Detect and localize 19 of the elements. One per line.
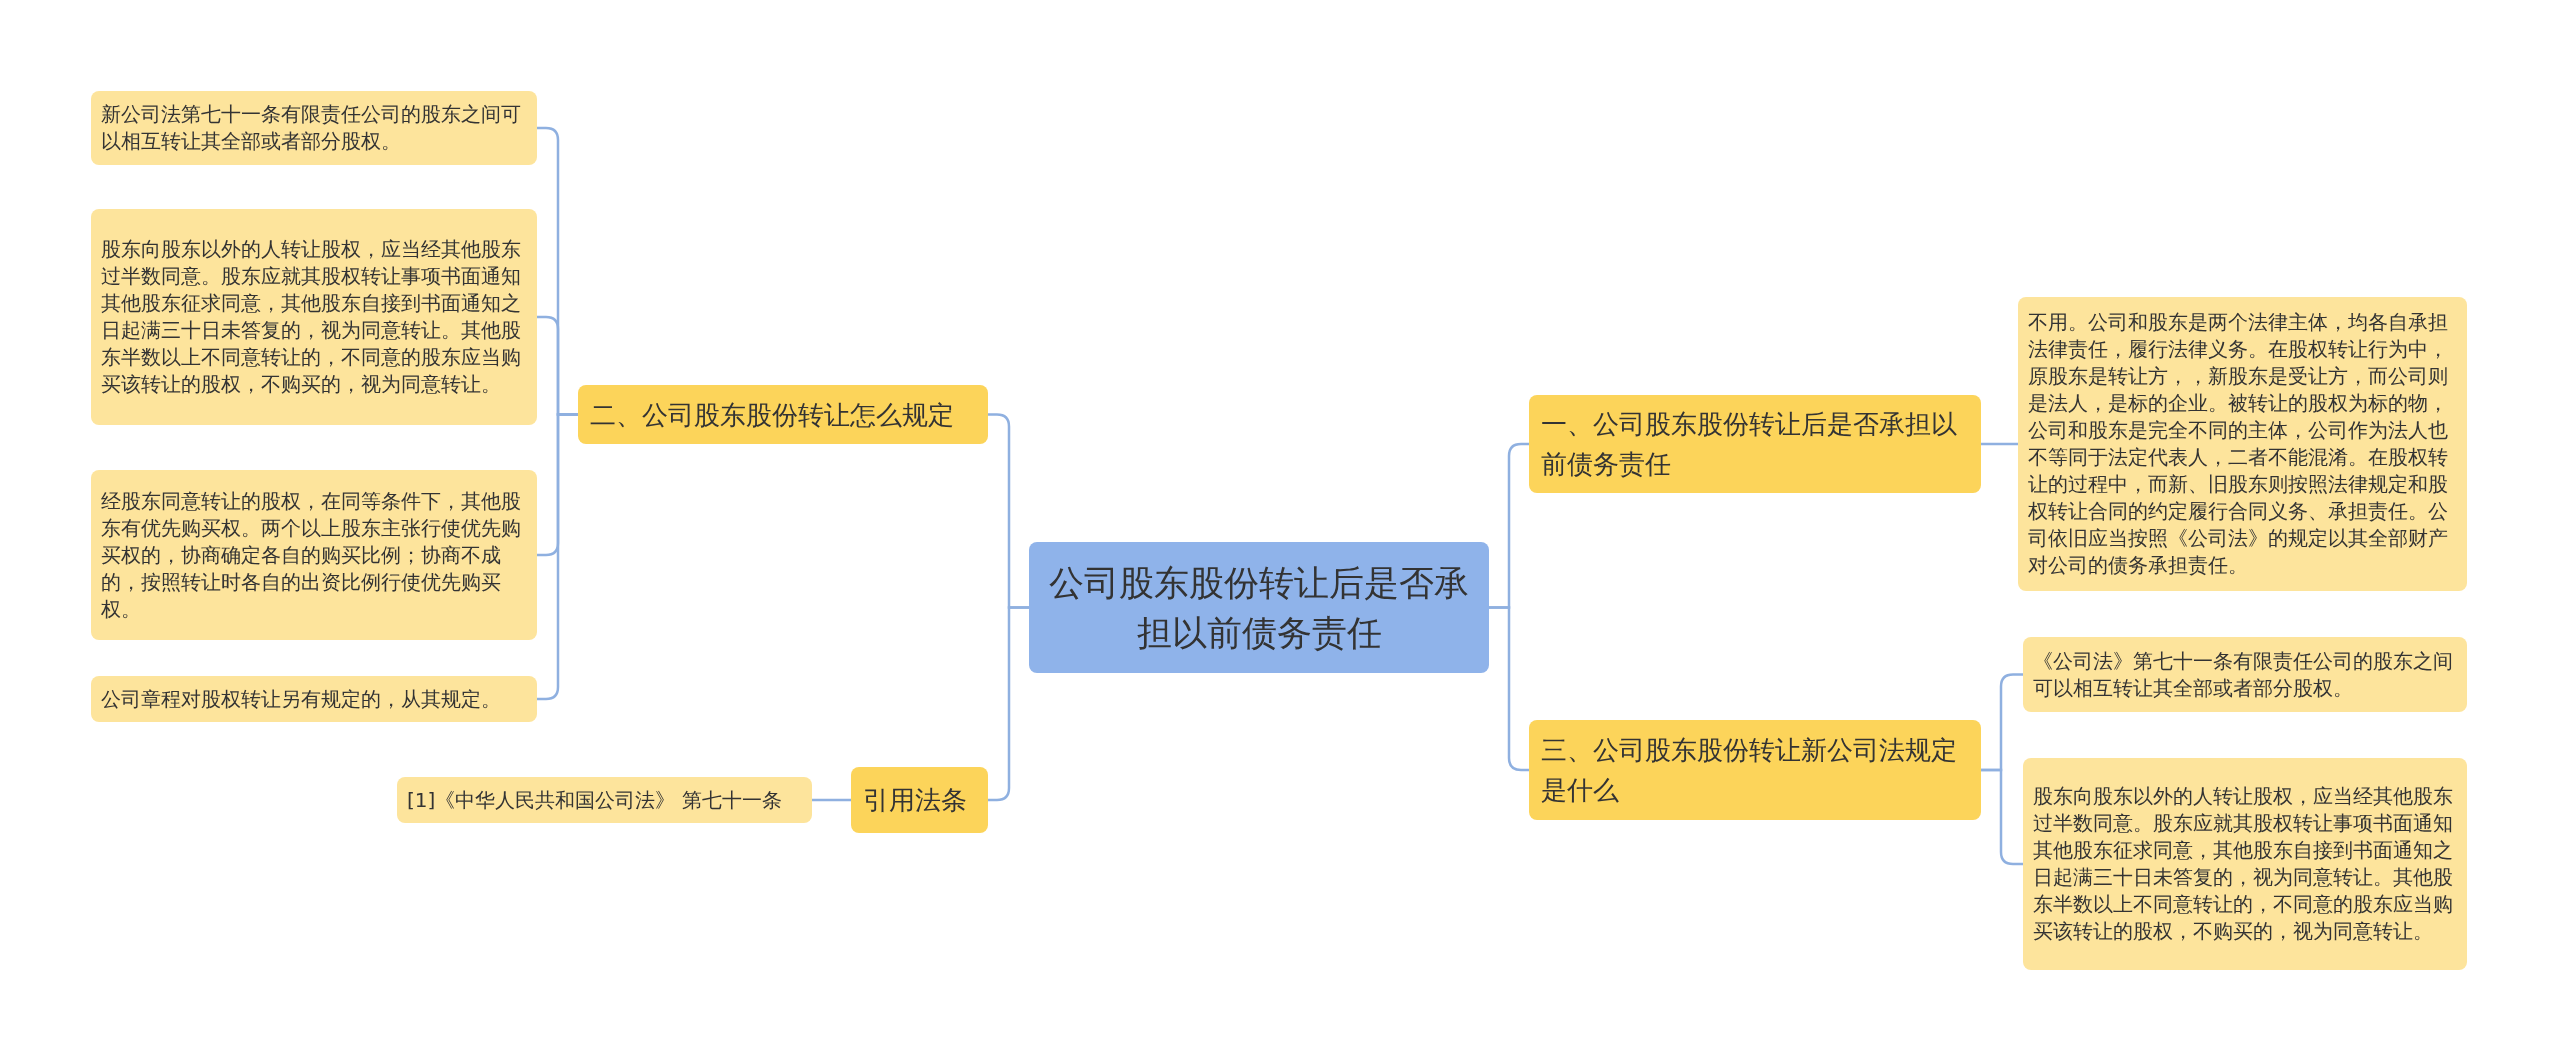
note-box: 经股东同意转让的股权，在同等条件下，其他股东有优先购买权。两个以上股东主张行使优先购买权的，协商确定各自的购买比例；协商不成的，按照转让时各自的出资比例行使优先购买权。 [91,470,537,640]
connector-line [1981,442,2018,446]
note-box: 《公司法》第七十一条有限责任公司的股东之间可以相互转让其全部或者部分股权。 [2023,637,2467,712]
note-box: 股东向股东以外的人转让股权，应当经其他股东过半数同意。股东应就其股权转让事项书面通知其他股东征求同意，其他股东自接到书面通知之日起满三十日未答复的，视为同意转让。其他股东半数以上不同意转让的，不同意的股东应当购买该转让的股权，不购买的，视为同意转让。 [91,209,537,425]
note-box: 不用。公司和股东是两个法律主体，均各自承担法律责任，履行法律义务。在股权转让行为中，原股东是转让方，，新股东是受让方，而公司则是法人，是标的企业。被转让的股权为标的物，公司和股东是完全不同的主体，公司作为法人也不等同于法定代表人，二者不能混淆。在股权转让的过程中，而新、旧股东则按照法律规定和股权转让合同的约定履行合同义务、承担责任。公司依旧应当按照《公司法》的规定以其全部财产对公司的债务承担责任。 [2018,297,2467,591]
connector-line [1981,768,2023,866]
note-box: [1]《中华人民共和国公司法》 第七十一条 [397,777,812,823]
connector-line [812,798,851,802]
topic-box: 三、公司股东股份转让新公司法规定是什么 [1529,720,1981,820]
connector-line [537,413,578,701]
connector-line [1489,606,1529,772]
topic-box: 引用法条 [851,767,988,833]
note-box: 股东向股东以外的人转让股权，应当经其他股东过半数同意。股东应就其股权转让事项书面通知其他股东征求同意，其他股东自接到书面通知之日起满三十日未答复的，视为同意转让。其他股东半数以上不同意转让的，不同意的股东应当购买该转让的股权，不购买的，视为同意转让。 [2023,758,2467,970]
topic-box: 一、公司股东股份转让后是否承担以前债务责任 [1529,395,1981,493]
topic-box: 二、公司股东股份转让怎么规定 [578,385,988,444]
central-topic-box: 公司股东股份转让后是否承担以前债务责任 [1029,542,1489,673]
connector-line [988,606,1029,802]
note-box: 公司章程对股权转让另有规定的，从其规定。 [91,676,537,722]
note-box: 新公司法第七十一条有限责任公司的股东之间可以相互转让其全部或者部分股权。 [91,91,537,165]
